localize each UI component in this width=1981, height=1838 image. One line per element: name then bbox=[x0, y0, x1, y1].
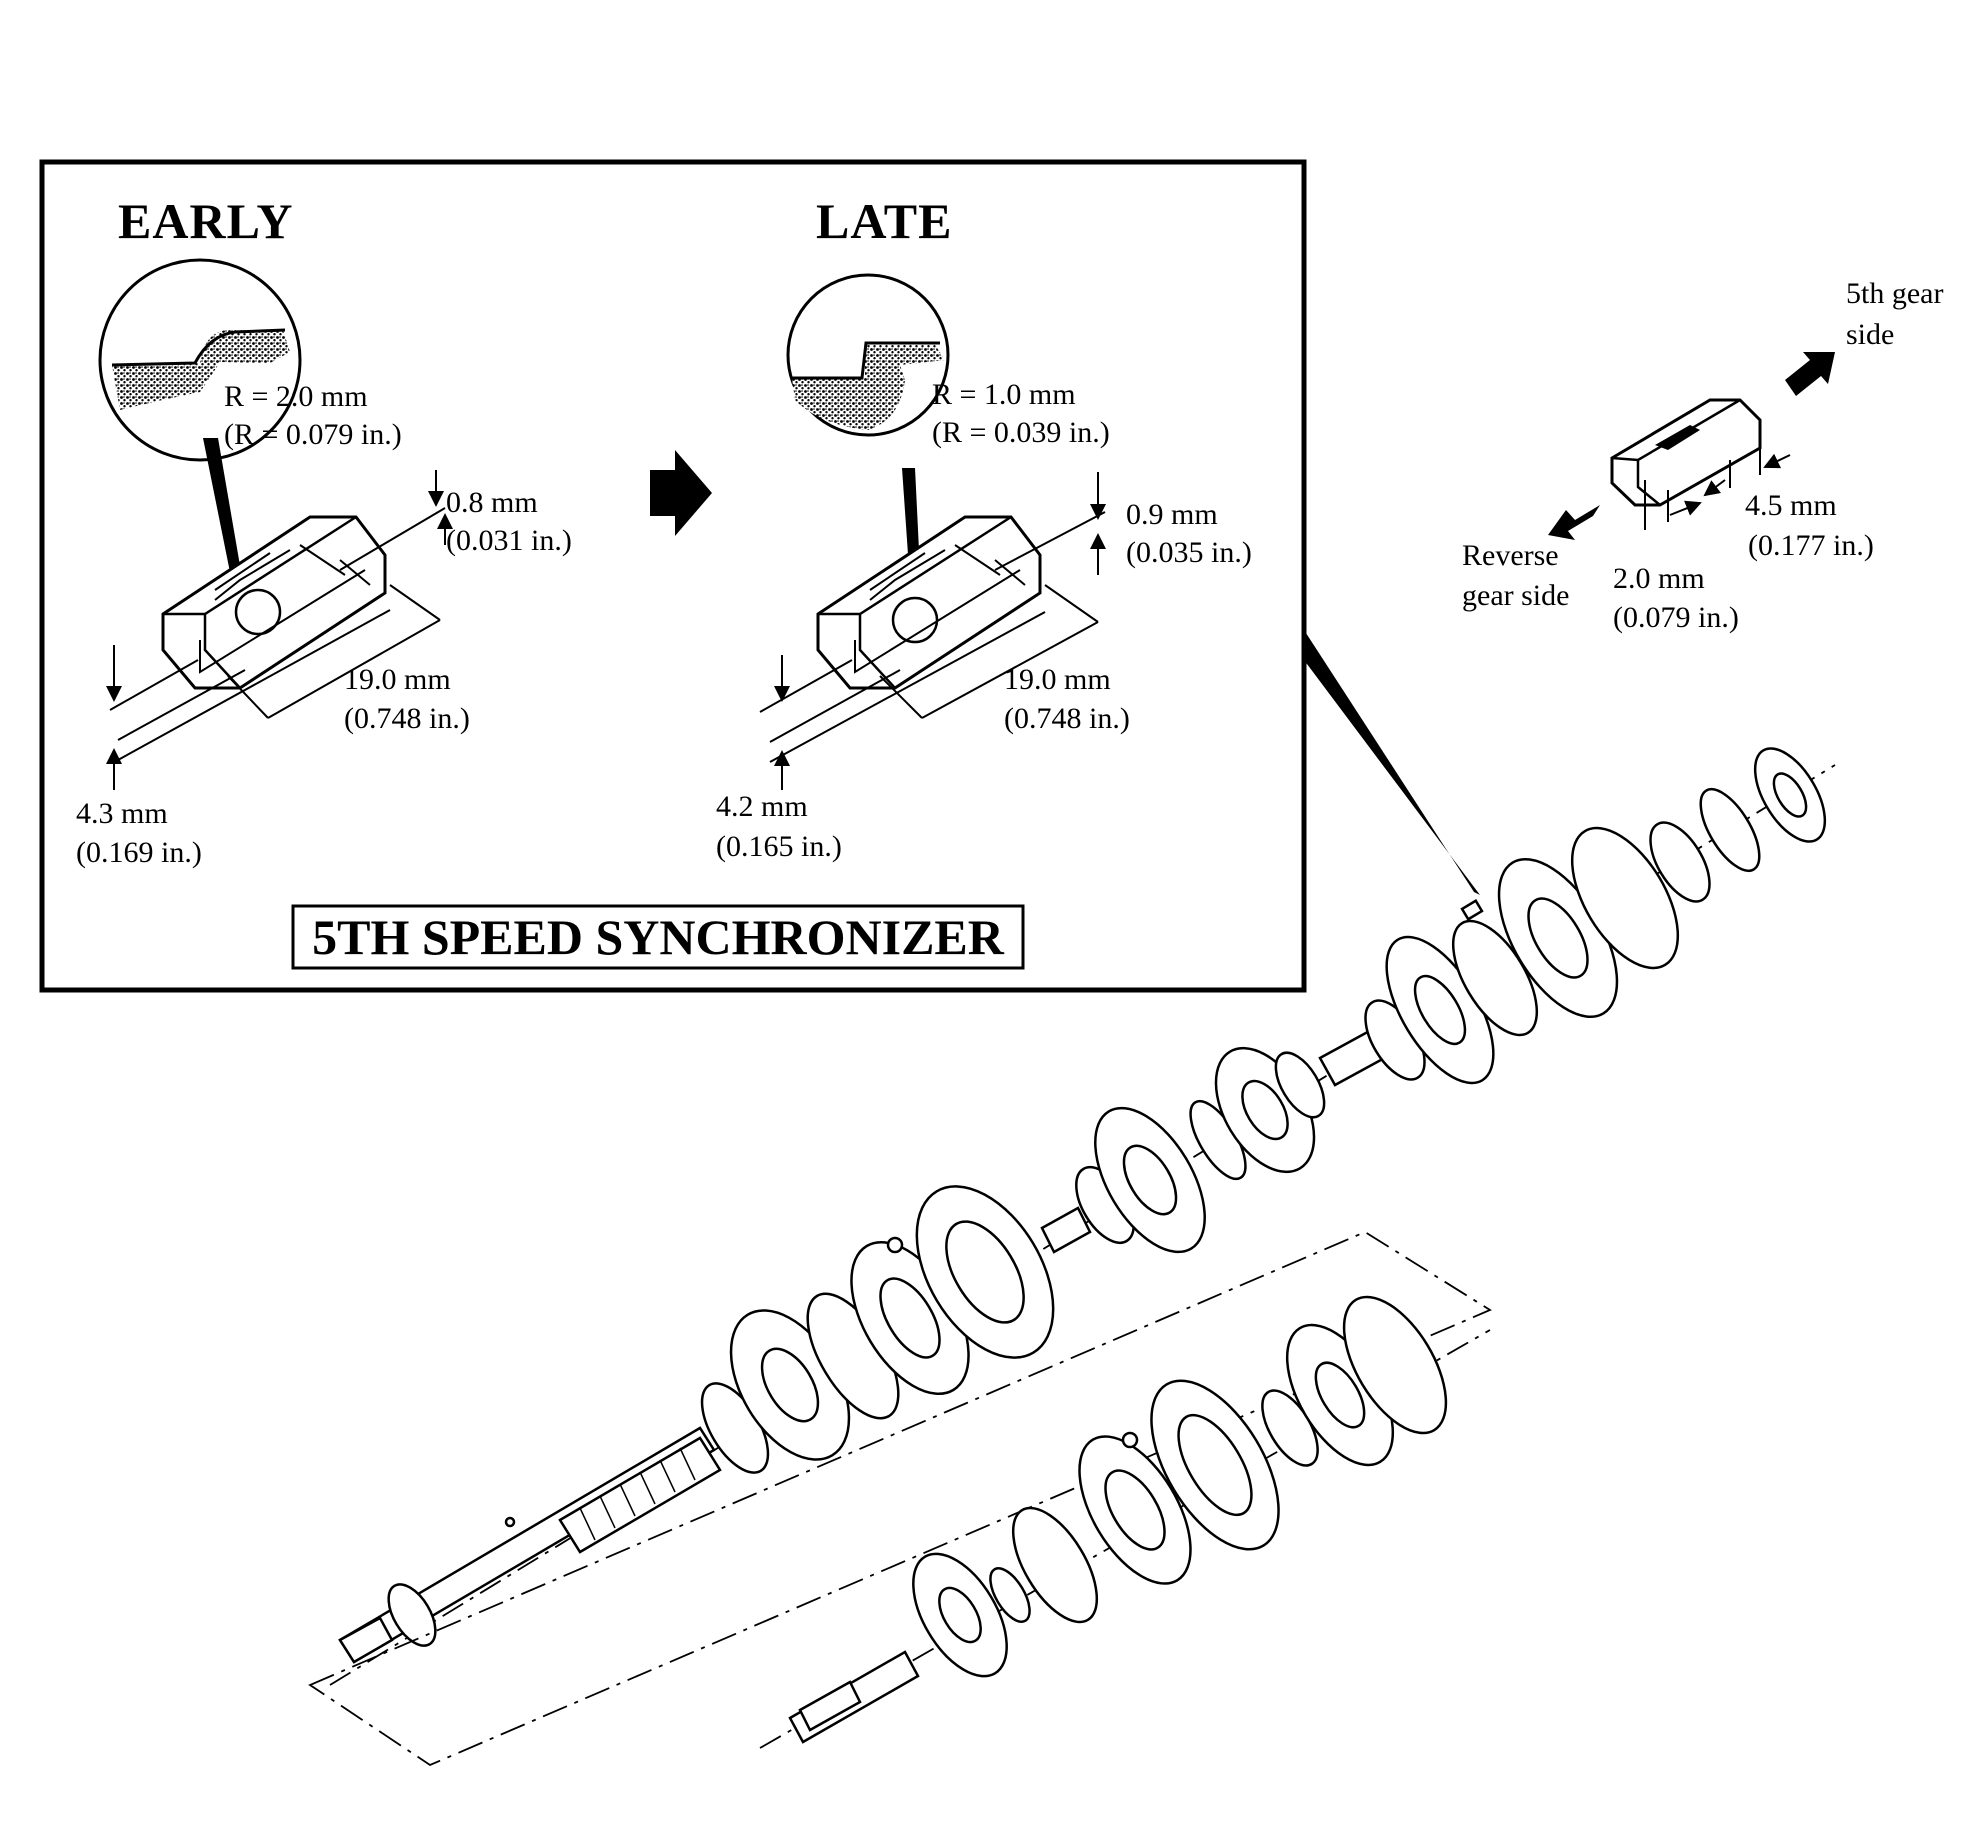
mainshaft-gear-3rd-inner bbox=[760, 1347, 820, 1423]
exploded-mainshaft bbox=[329, 747, 1836, 1686]
early-dimension-lines bbox=[106, 470, 453, 790]
early-length-mm: 19.0 mm bbox=[344, 663, 451, 696]
input-synchro-hub-inner bbox=[1104, 1469, 1166, 1551]
input-gear-4th-inner bbox=[938, 1586, 982, 1644]
mainshaft-flange bbox=[387, 1583, 437, 1647]
early-height-in: (0.169 in.) bbox=[76, 836, 202, 869]
mainshaft-rear-bearing-inner bbox=[1772, 772, 1808, 818]
mainshaft-collar bbox=[1040, 1206, 1092, 1254]
mainshaft-synchro-hub-5th-inner bbox=[1527, 897, 1589, 979]
early-radius-in: (R = 0.079 in.) bbox=[224, 418, 402, 451]
key-block bbox=[1610, 398, 1791, 530]
early-step-in: (0.031 in.) bbox=[446, 524, 572, 557]
width-mm-label: 4.5 mm bbox=[1745, 489, 1837, 522]
late-height-mm: 4.2 mm bbox=[716, 790, 808, 823]
mainshaft-gear-5th-inner bbox=[1413, 974, 1467, 1046]
input-key-spring bbox=[1121, 1431, 1139, 1449]
fifth-gear-side-label-2: side bbox=[1846, 318, 1894, 351]
width-in-label: (0.177 in.) bbox=[1748, 529, 1874, 562]
early-height-mm: 4.3 mm bbox=[76, 797, 168, 830]
late-radius-mm: R = 1.0 mm bbox=[932, 378, 1076, 411]
late-height-in: (0.165 in.) bbox=[716, 830, 842, 863]
late-synchronizer-key bbox=[816, 515, 1042, 690]
input-shaft-spline bbox=[798, 1680, 862, 1732]
mainshaft-synchro-sleeve-1-inner bbox=[945, 1220, 1025, 1324]
panel-caption: 5TH SPEED SYNCHRONIZER bbox=[312, 909, 1005, 965]
late-step-in: (0.035 in.) bbox=[1126, 536, 1252, 569]
reverse-gear-side-label-2: gear side bbox=[1462, 579, 1569, 612]
slot-in-label: (0.079 in.) bbox=[1613, 601, 1739, 634]
early-heading: EARLY bbox=[118, 193, 293, 249]
input-gear-reverse bbox=[1342, 1295, 1448, 1435]
reverse-gear-side-arrow bbox=[1548, 505, 1600, 540]
mainshaft-synchro-hub-1-inner bbox=[879, 1277, 941, 1359]
input-needle-bearing bbox=[989, 1567, 1031, 1623]
early-radius-mm: R = 2.0 mm bbox=[224, 380, 368, 413]
key-orientation-detail: 5th gear side Reverse gear side 4.5 mm (… bbox=[1462, 277, 1943, 634]
caption-frame bbox=[291, 904, 1025, 970]
mainshaft-snap-ring bbox=[1274, 1051, 1326, 1119]
late-length-mm: 19.0 mm bbox=[1004, 663, 1111, 696]
input-synchro-sleeve-inner bbox=[1177, 1413, 1253, 1517]
fifth-gear-side-label-1: 5th gear bbox=[1846, 277, 1943, 310]
early-to-late-arrow bbox=[650, 450, 712, 536]
fifth-gear-side-arrow bbox=[1785, 352, 1835, 396]
early-step-mm: 0.8 mm bbox=[446, 486, 538, 519]
mainshaft-rear-washer bbox=[1699, 787, 1761, 873]
late-radius-in: (R = 0.039 in.) bbox=[932, 416, 1110, 449]
mainshaft-key-spring bbox=[886, 1236, 904, 1254]
mainshaft-detent-ball bbox=[504, 1516, 516, 1528]
mainshaft-needle-bearing-4 bbox=[1649, 821, 1711, 903]
mainshaft-synchronizer-key bbox=[1460, 899, 1484, 921]
input-group-boundary bbox=[308, 1230, 1492, 1767]
synchronizer-key-panel: EARLY R = 2.0 mm (R = 0.079 in.) bbox=[39, 159, 1307, 993]
mainshaft-synchro-sleeve-5th bbox=[1570, 826, 1680, 970]
early-synchronizer-key bbox=[161, 515, 387, 690]
early-detail-circle bbox=[98, 258, 302, 462]
input-gear-1st-inner bbox=[1314, 1361, 1366, 1429]
late-dimension-lines bbox=[759, 472, 1106, 790]
early-length-in: (0.748 in.) bbox=[344, 702, 470, 735]
mainshaft-gear-2nd-inner bbox=[1122, 1144, 1178, 1216]
mainshaft-spline-section bbox=[558, 1436, 722, 1554]
late-detail-circle bbox=[786, 273, 950, 437]
mainshaft-ball-bearing-inner bbox=[1241, 1079, 1289, 1141]
late-step-mm: 0.9 mm bbox=[1126, 498, 1218, 531]
input-blocker-ring bbox=[1011, 1506, 1099, 1624]
late-heading: LATE bbox=[816, 193, 952, 249]
mainshaft-front-spline bbox=[338, 1616, 394, 1664]
slot-mm-label: 2.0 mm bbox=[1613, 562, 1705, 595]
reverse-gear-side-label-1: Reverse bbox=[1462, 539, 1559, 572]
late-length-in: (0.748 in.) bbox=[1004, 702, 1130, 735]
panel-callout-pointer bbox=[1304, 630, 1480, 895]
exploded-input-shaft-group bbox=[308, 1230, 1492, 1767]
mainshaft-spline-teeth bbox=[579, 1447, 696, 1541]
